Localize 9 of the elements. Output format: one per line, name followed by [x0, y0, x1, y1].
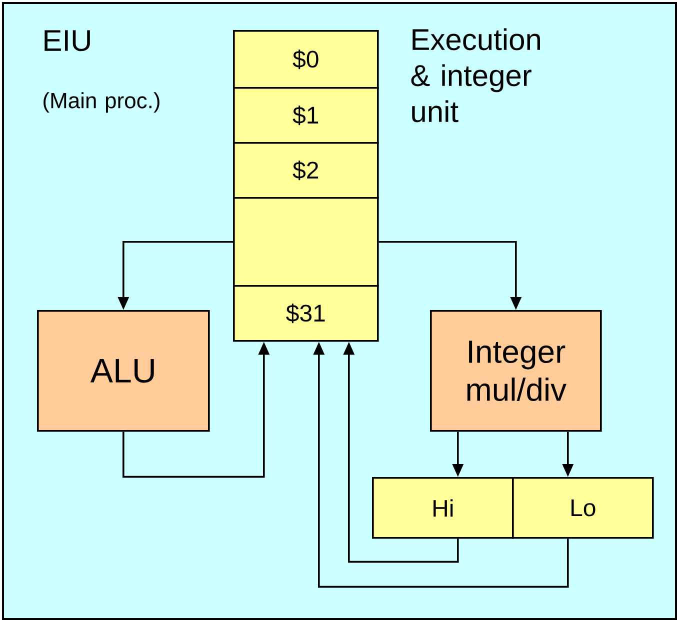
register-cell: $31	[233, 285, 379, 342]
register-cell: $0	[233, 30, 379, 89]
register-cell: $2	[233, 142, 379, 199]
register-cell	[233, 197, 379, 287]
register-cell: $1	[233, 87, 379, 144]
unit-box: Integer mul/div	[430, 310, 602, 432]
alu-box: ALU	[37, 310, 210, 432]
register-cell: Hi	[372, 477, 514, 539]
register-cell: Lo	[512, 477, 654, 539]
